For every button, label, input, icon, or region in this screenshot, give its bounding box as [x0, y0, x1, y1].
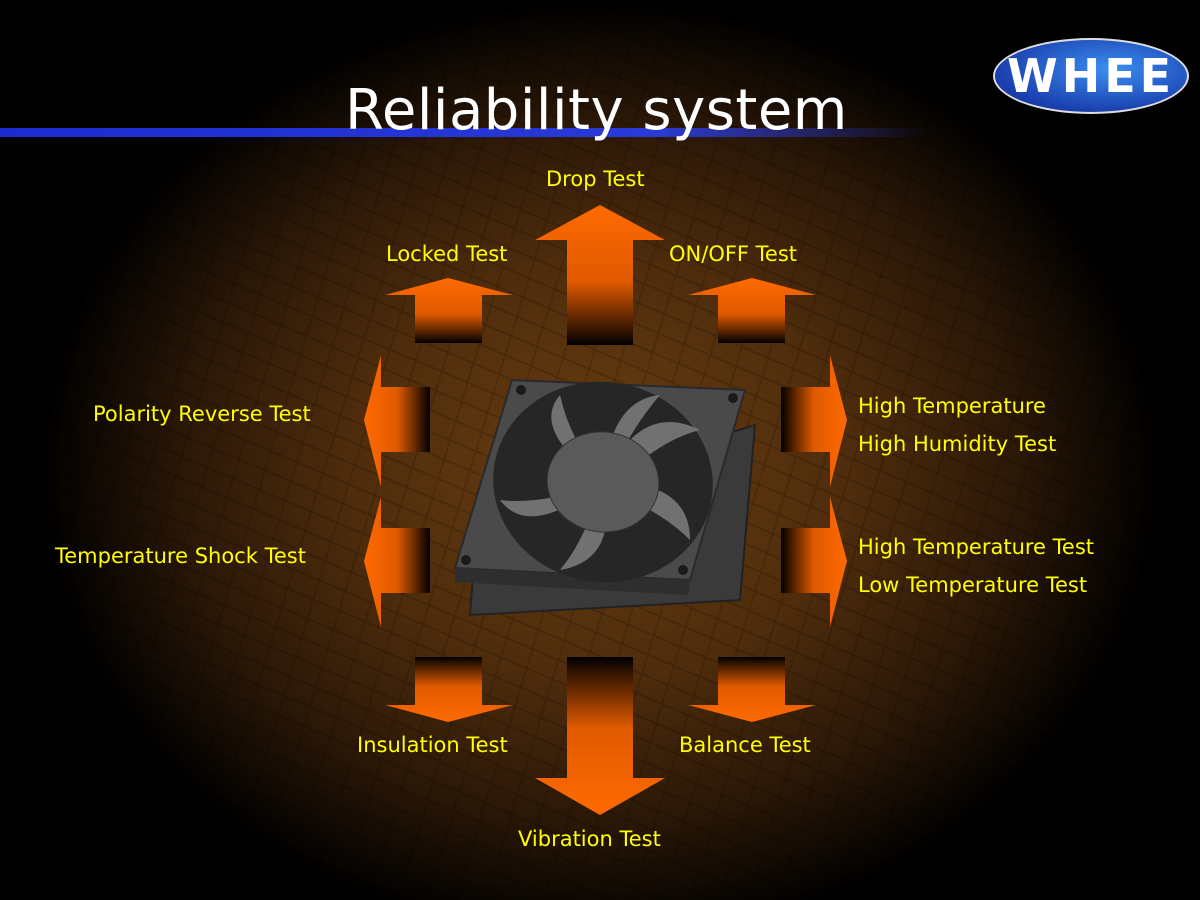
humidity-arrow [781, 355, 847, 487]
balance-test-label: Balance Test [679, 733, 811, 757]
locked-test-label: Locked Test [386, 242, 508, 266]
high-temperature-test-label: High Temperature Test [858, 535, 1094, 559]
title-underline [0, 128, 930, 137]
cooling-fan-image [453, 378, 757, 617]
on-off-test-label: ON/OFF Test [669, 242, 798, 266]
insulation-arrow [385, 657, 513, 722]
vibration-test-label: Vibration Test [518, 827, 661, 851]
insulation-test-label: Insulation Test [357, 733, 508, 757]
vibration-arrow [535, 657, 665, 815]
slide-title: Reliability system [345, 78, 848, 143]
high-humidity-test-label: High Humidity Test [858, 432, 1057, 456]
polarity-reverse-test-label: Polarity Reverse Test [93, 402, 311, 426]
temp-shock-arrow [364, 497, 430, 627]
locked-arrow [385, 278, 513, 343]
logo-text: WHEE [1006, 49, 1176, 103]
balance-arrow [688, 657, 816, 722]
polarity-arrow [364, 355, 430, 487]
whee-logo: WHEE [993, 38, 1189, 114]
drop-arrow [535, 205, 665, 345]
drop-test-label: Drop Test [546, 167, 645, 191]
low-temperature-test-label: Low Temperature Test [858, 573, 1088, 597]
on-off-arrow [688, 278, 816, 343]
high-low-temp-arrow [781, 497, 847, 627]
temperature-shock-test-label: Temperature Shock Test [55, 544, 306, 568]
high-temperature-label: High Temperature [858, 394, 1046, 418]
